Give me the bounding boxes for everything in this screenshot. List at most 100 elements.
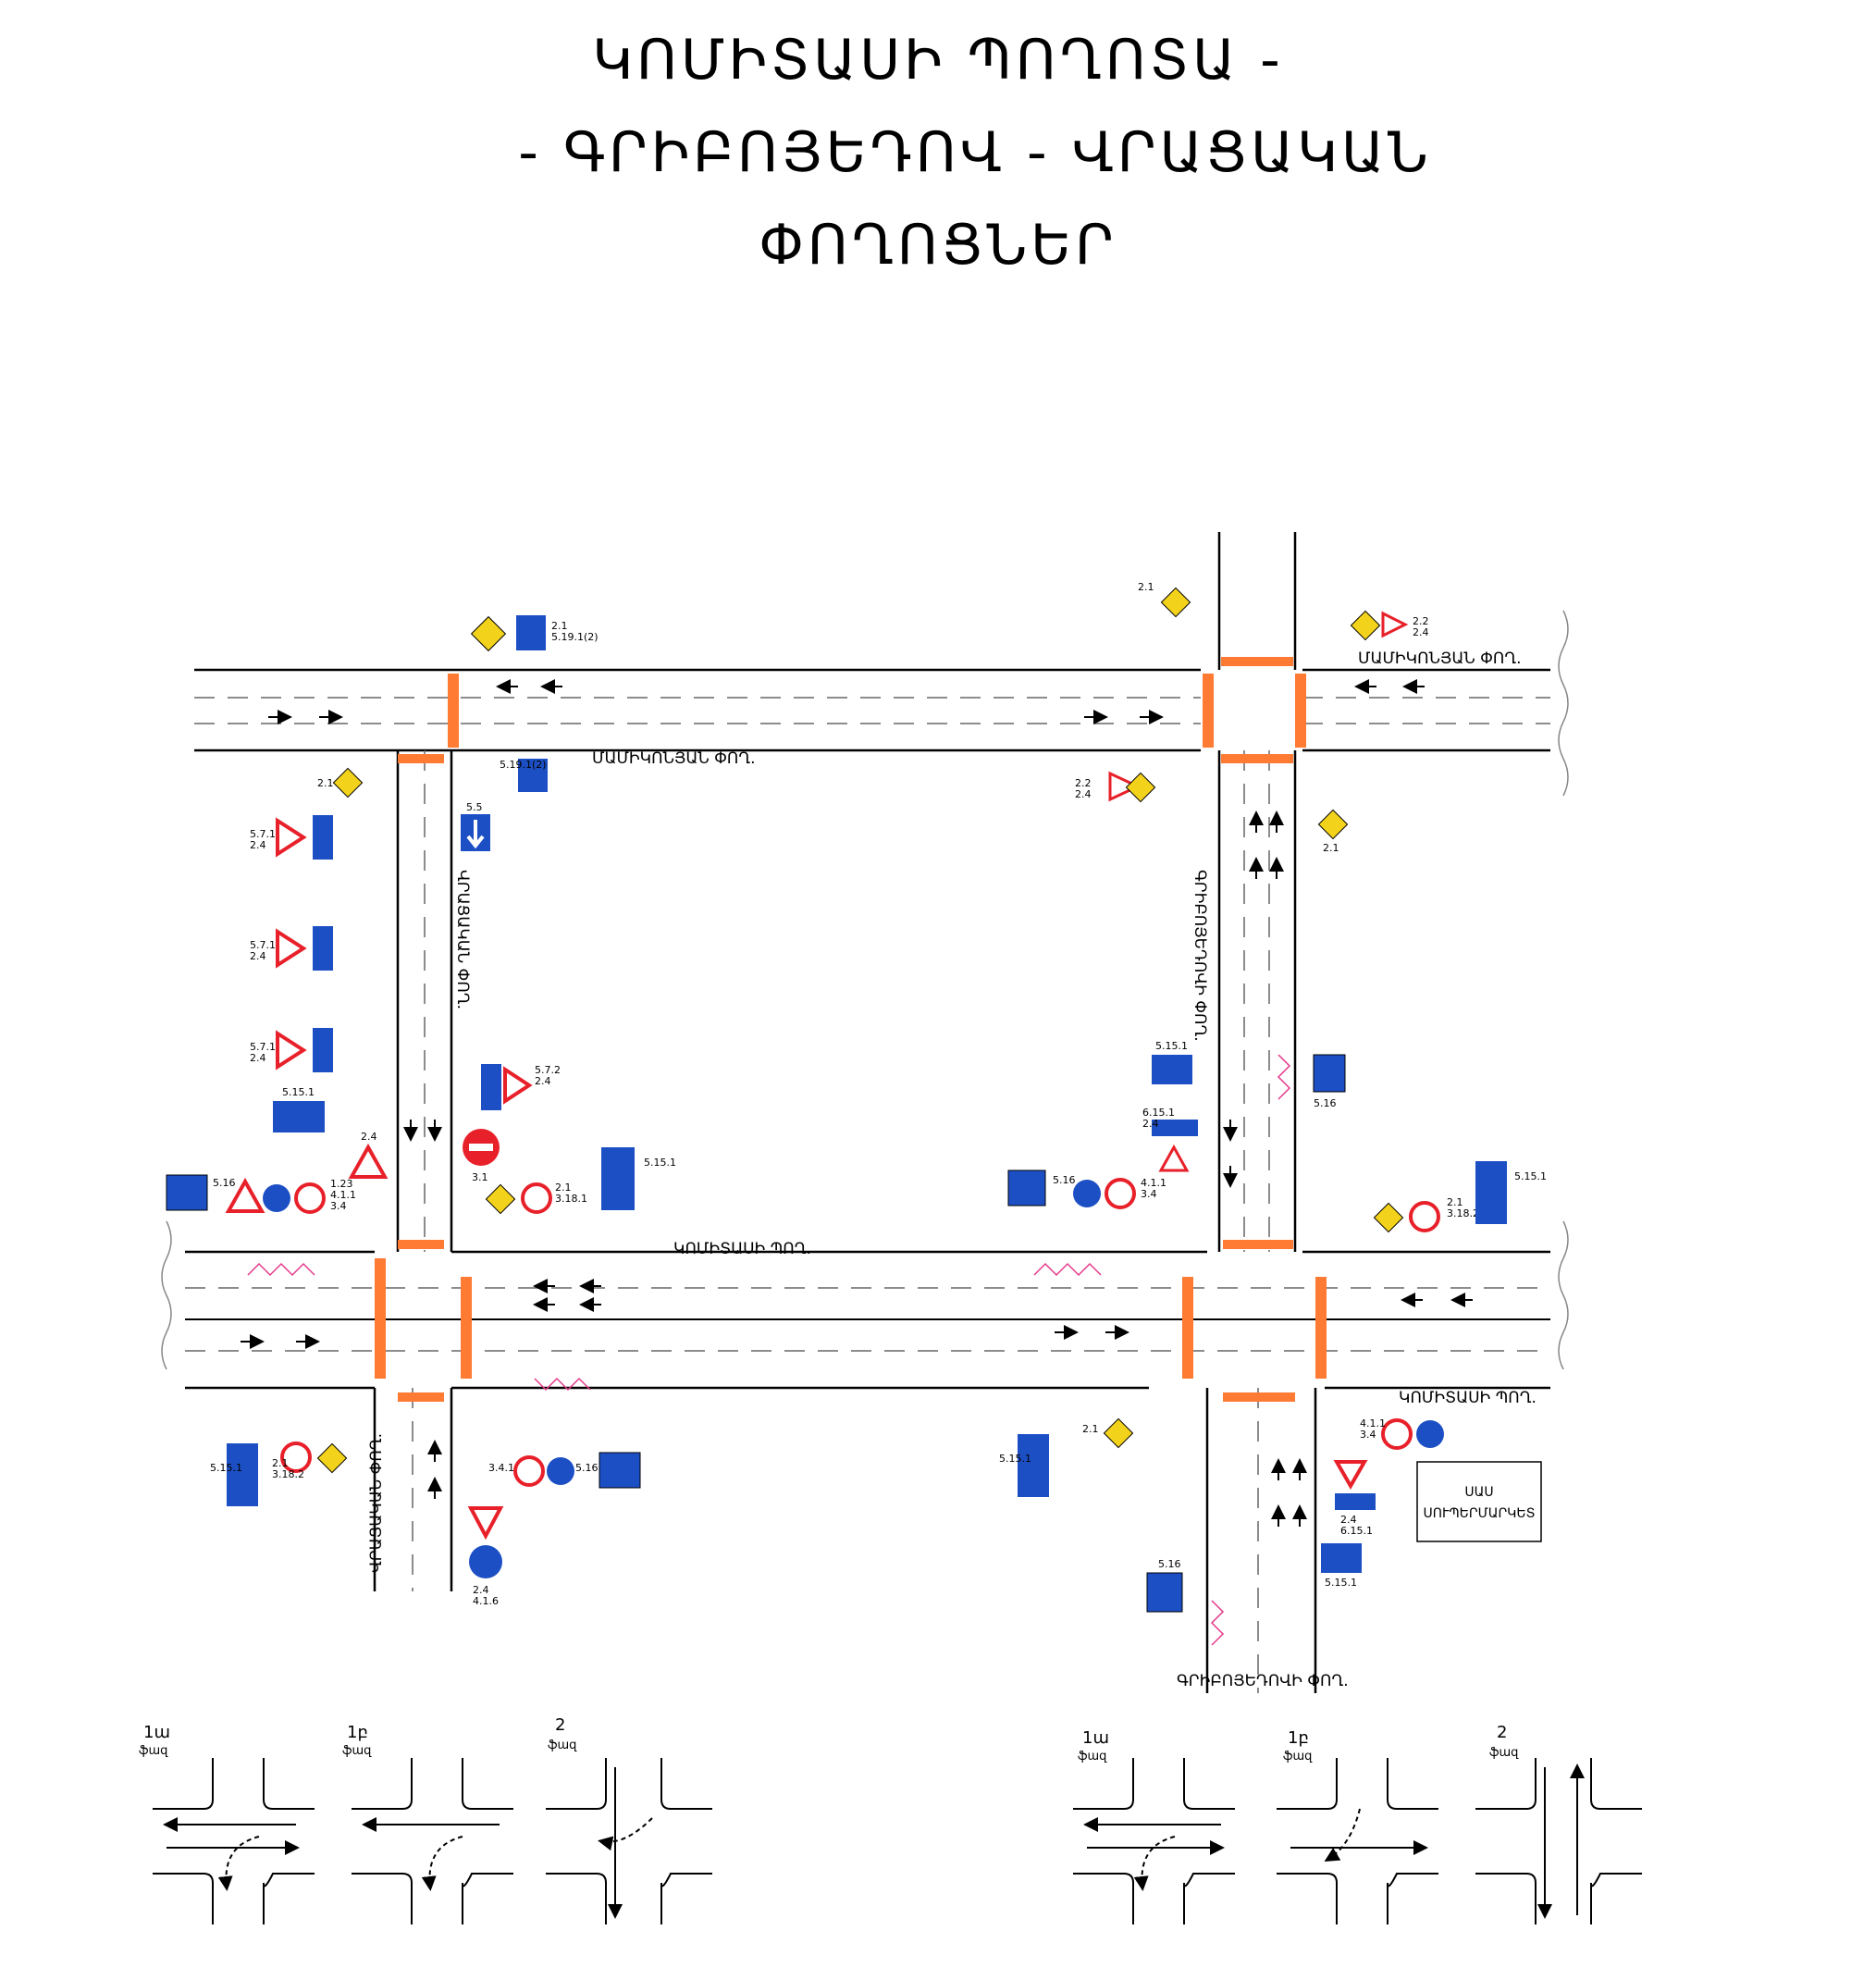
sign-s15: 5.16 <box>166 1174 236 1211</box>
supermarket-line2: ՍՈՒՊԵՐՄԱՐԿԵՏ <box>1423 1506 1535 1521</box>
sign-s27: 5.15.1 <box>210 1443 258 1506</box>
sign-s32: 5.15.1 <box>999 1434 1049 1497</box>
lane-arrows <box>241 679 1473 1527</box>
phase-left-3-word: ֆազ <box>548 1739 577 1752</box>
phase-right-2-num: 1բ <box>1288 1728 1309 1748</box>
title-line-1: ԿՈՄԻՏԱՍԻ ՊՈՂՈՏԱ - <box>592 28 1284 93</box>
sign-s19: 2.1 <box>1317 809 1349 854</box>
street-label-komitas-mid: ԿՈՄԻՏԱՍԻ ՊՈՂ. <box>673 1240 811 1258</box>
supermarket-box: ՍԱՍ ՍՈՒՊԵՐՄԱՐԿԵՏ <box>1416 1461 1542 1542</box>
phase-diagrams-left <box>153 1758 712 1924</box>
title-line-3: ՓՈՂՈՑՆԵՐ <box>759 213 1117 278</box>
phase-right-1-word: ֆազ <box>1078 1750 1107 1763</box>
sign-label-s37: 5.16 <box>1158 1558 1181 1570</box>
sign-s22: 5.16 <box>1313 1054 1346 1109</box>
phase-left-1-word: ֆազ <box>139 1744 168 1758</box>
phase-left-3-num: 2 <box>555 1715 565 1735</box>
sign-label-s27: 5.15.1 <box>210 1462 242 1474</box>
sign-label-s15: 5.16 <box>213 1177 236 1189</box>
sign-label-s10: 5.15.1 <box>282 1086 315 1098</box>
sign-s6: 5.5 <box>461 801 490 851</box>
break-lines <box>161 610 1569 1370</box>
street-label-griboyedov-upper: ԳՐԻԲՈՅԵԴՈՎԻ ՓՈՂ. <box>1191 870 1209 1042</box>
street-labels: ՄԱՄԻԿՈՆՅԱՆ ՓՈՂ. ՄԱՄԻԿՈՆՅԱՆ ՓՈՂ. ԿՈՄԻՏԱՍԻ… <box>367 650 1537 1690</box>
sign-s14: 5.15.1 <box>601 1147 676 1210</box>
street-label-mamikonyan-top: ՄԱՄԻԿՈՆՅԱՆ ՓՈՂ. <box>1358 650 1522 668</box>
sign-label-s12: 3.1 <box>472 1171 488 1183</box>
sign-s12: 3.1 <box>463 1129 500 1183</box>
sign-s4: 2.1 <box>317 767 364 798</box>
sign-s20: 5.15.1 <box>1152 1040 1192 1084</box>
sign-label-s5: 5.19.1(2) <box>500 759 547 771</box>
sign-s37: 5.16 <box>1146 1558 1183 1613</box>
phase-diagrams-right <box>1073 1758 1642 1924</box>
sign-label-s32: 5.15.1 <box>999 1453 1031 1465</box>
phase-left-2-word: ֆազ <box>342 1744 372 1758</box>
bus-stop-zigzags <box>247 1054 1291 1646</box>
phase-left-1-num: 1ա <box>143 1723 170 1742</box>
phase-right-3-word: ֆազ <box>1489 1746 1519 1760</box>
phase-right-2-word: ֆազ <box>1283 1750 1313 1763</box>
sign-s23: 5.16 <box>1007 1169 1076 1207</box>
sign-label-s26: 5.15.1 <box>1514 1170 1547 1182</box>
street-label-vratsakan-upper: ՎՐԱՑԱԿԱՆ ՓՈՂ. <box>453 870 472 1009</box>
phase-left-2-num: 1բ <box>347 1723 368 1742</box>
sign-label-s4: 2.1 <box>317 777 334 789</box>
sign-s26: 5.15.1 <box>1475 1161 1547 1224</box>
sign-s36: 5.15.1 <box>1321 1543 1362 1589</box>
title-line-2: - ԳՐԻԲՈՅԵԴՈՎ - ՎՐԱՑԱԿԱՆ <box>518 120 1432 185</box>
sign-s33: 2.1 <box>1082 1417 1134 1449</box>
sign-label-s20: 5.15.1 <box>1155 1040 1188 1052</box>
sign-s30: 5.16 <box>575 1452 641 1489</box>
sign-label-s33: 2.1 <box>1082 1423 1099 1435</box>
phase-right-1-num: 1ա <box>1082 1728 1109 1748</box>
crosswalks <box>375 657 1327 1402</box>
sign-label-s14: 5.15.1 <box>644 1157 676 1169</box>
sign-label-s22: 5.16 <box>1314 1097 1337 1109</box>
sign-s5: 5.19.1(2) <box>500 759 548 792</box>
phase-right-3-num: 2 <box>1497 1723 1507 1742</box>
sign-s29: 3.4.1 <box>488 1455 574 1487</box>
sign-label-s30: 5.16 <box>575 1462 599 1474</box>
sign-label-s29: 3.4.1 <box>488 1462 514 1474</box>
street-label-mamikonyan-inner: ՄԱՄԻԿՈՆՅԱՆ ՓՈՂ. <box>592 749 756 768</box>
street-label-komitas-right: ԿՈՄԻՏԱՍԻ ՊՈՂ. <box>1399 1389 1537 1407</box>
street-label-vratsakan-lower: ՎՐԱՑԱԿԱՆ ՓՈՂ. <box>367 1433 386 1573</box>
sign-label-s6: 5.5 <box>466 801 483 813</box>
road-edges <box>185 532 1550 1693</box>
sign-label-s17: 2.4 <box>361 1131 377 1143</box>
sign-s17: 2.4 <box>348 1131 389 1179</box>
street-label-griboyedov-lower: ԳՐԻԲՈՅԵԴՈՎԻ ՓՈՂ. <box>1177 1672 1349 1690</box>
sign-label-s23: 5.16 <box>1053 1174 1076 1186</box>
